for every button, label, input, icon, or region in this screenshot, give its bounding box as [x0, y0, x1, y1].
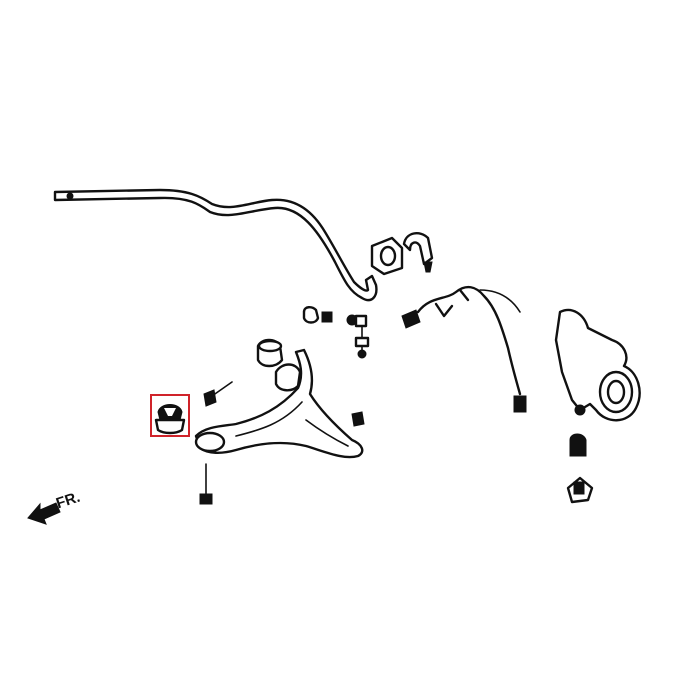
- lower-control-arm: [194, 348, 364, 459]
- steering-knuckle: [554, 308, 641, 422]
- lower-arm-front-bushing: [256, 338, 302, 392]
- stabilizer-bar: [53, 188, 378, 302]
- highlight-box: [150, 394, 190, 437]
- front-direction-arrow-icon: [27, 502, 61, 525]
- lower-arm-rear-bushing: [154, 404, 186, 435]
- abs-sensor-wire: [401, 285, 527, 413]
- stabilizer-bushing: [370, 236, 404, 276]
- stabilizer-link: [346, 314, 370, 359]
- ball-joint: [566, 433, 594, 504]
- stabilizer-bracket: [402, 232, 434, 273]
- link-bushing: [302, 306, 333, 324]
- bolt: [199, 381, 365, 505]
